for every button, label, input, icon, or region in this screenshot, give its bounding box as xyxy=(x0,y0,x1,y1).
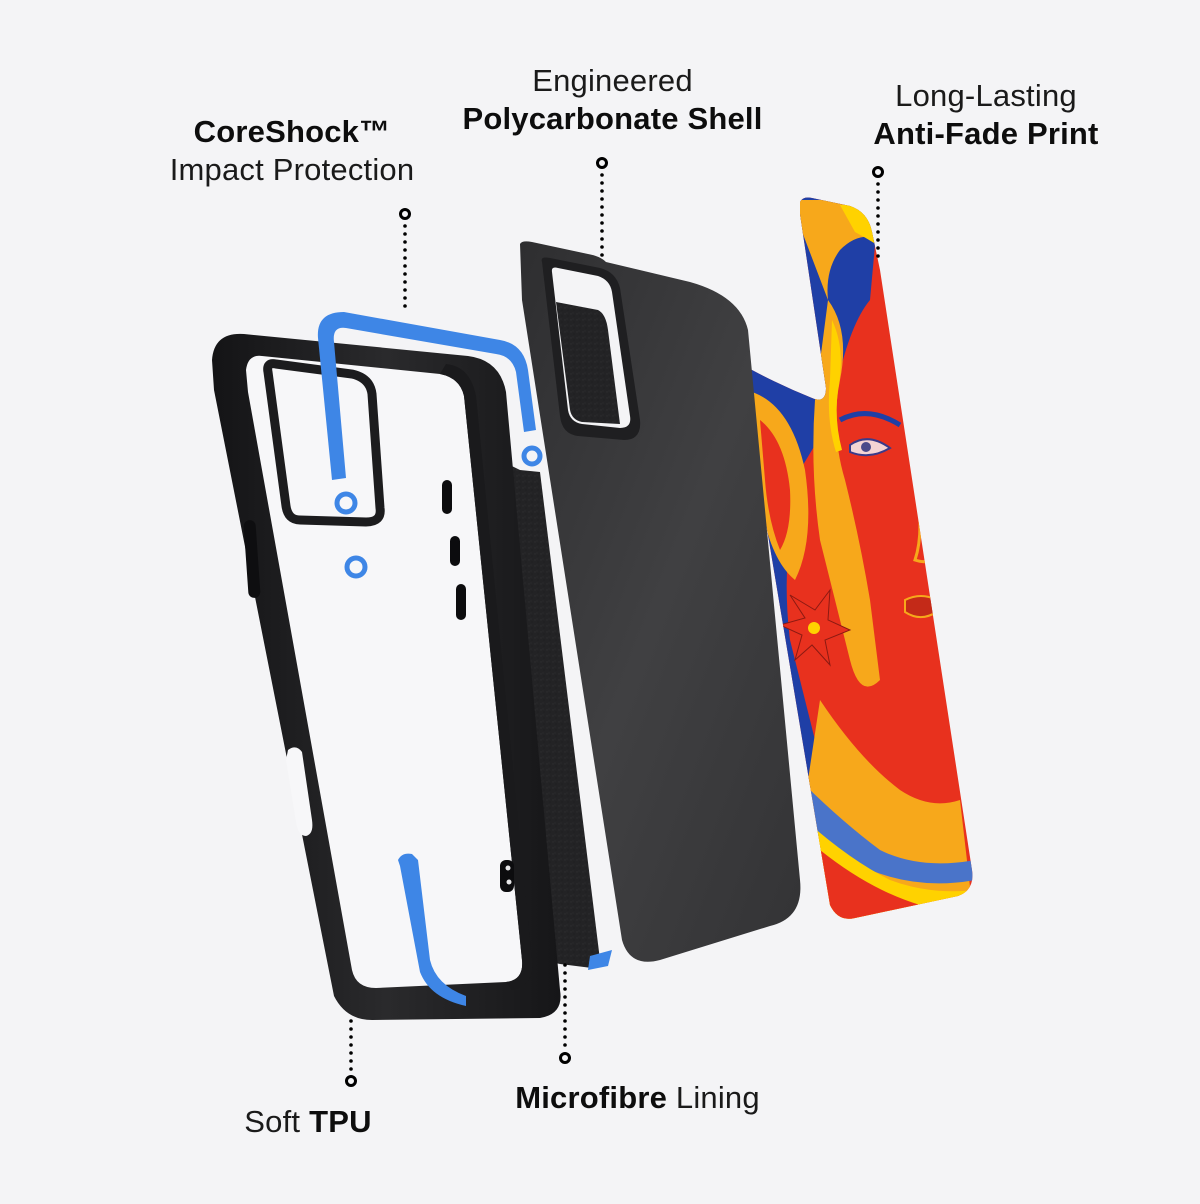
label-print-line1: Long-Lasting xyxy=(895,78,1077,113)
label-lining-light: Lining xyxy=(675,1080,760,1115)
label-shell-line2: Polycarbonate Shell xyxy=(462,101,763,136)
label-tpu: Soft TPU xyxy=(228,1103,388,1141)
label-lining-bold: Microfibre xyxy=(515,1080,668,1115)
soft-tpu-bumper-layer xyxy=(212,333,561,1020)
label-print: Long-Lasting Anti-Fade Print xyxy=(855,77,1117,153)
label-lining: Microfibre Lining xyxy=(495,1079,780,1117)
label-print-line2: Anti-Fade Print xyxy=(873,116,1099,151)
label-coreshock-title: CoreShock™ xyxy=(193,114,391,149)
polycarbonate-shell-layer xyxy=(520,241,801,962)
label-shell: Engineered Polycarbonate Shell xyxy=(440,62,785,138)
label-tpu-light: Soft xyxy=(244,1104,301,1139)
leader-coreshock xyxy=(403,224,407,308)
label-coreshock-subtitle: Impact Protection xyxy=(169,152,415,187)
label-shell-line1: Engineered xyxy=(532,63,693,98)
leader-lines xyxy=(345,157,884,1087)
label-tpu-bold: TPU xyxy=(309,1104,372,1139)
coreshock-impact-layer xyxy=(317,312,612,1006)
label-coreshock: CoreShock™ Impact Protection xyxy=(150,113,434,189)
